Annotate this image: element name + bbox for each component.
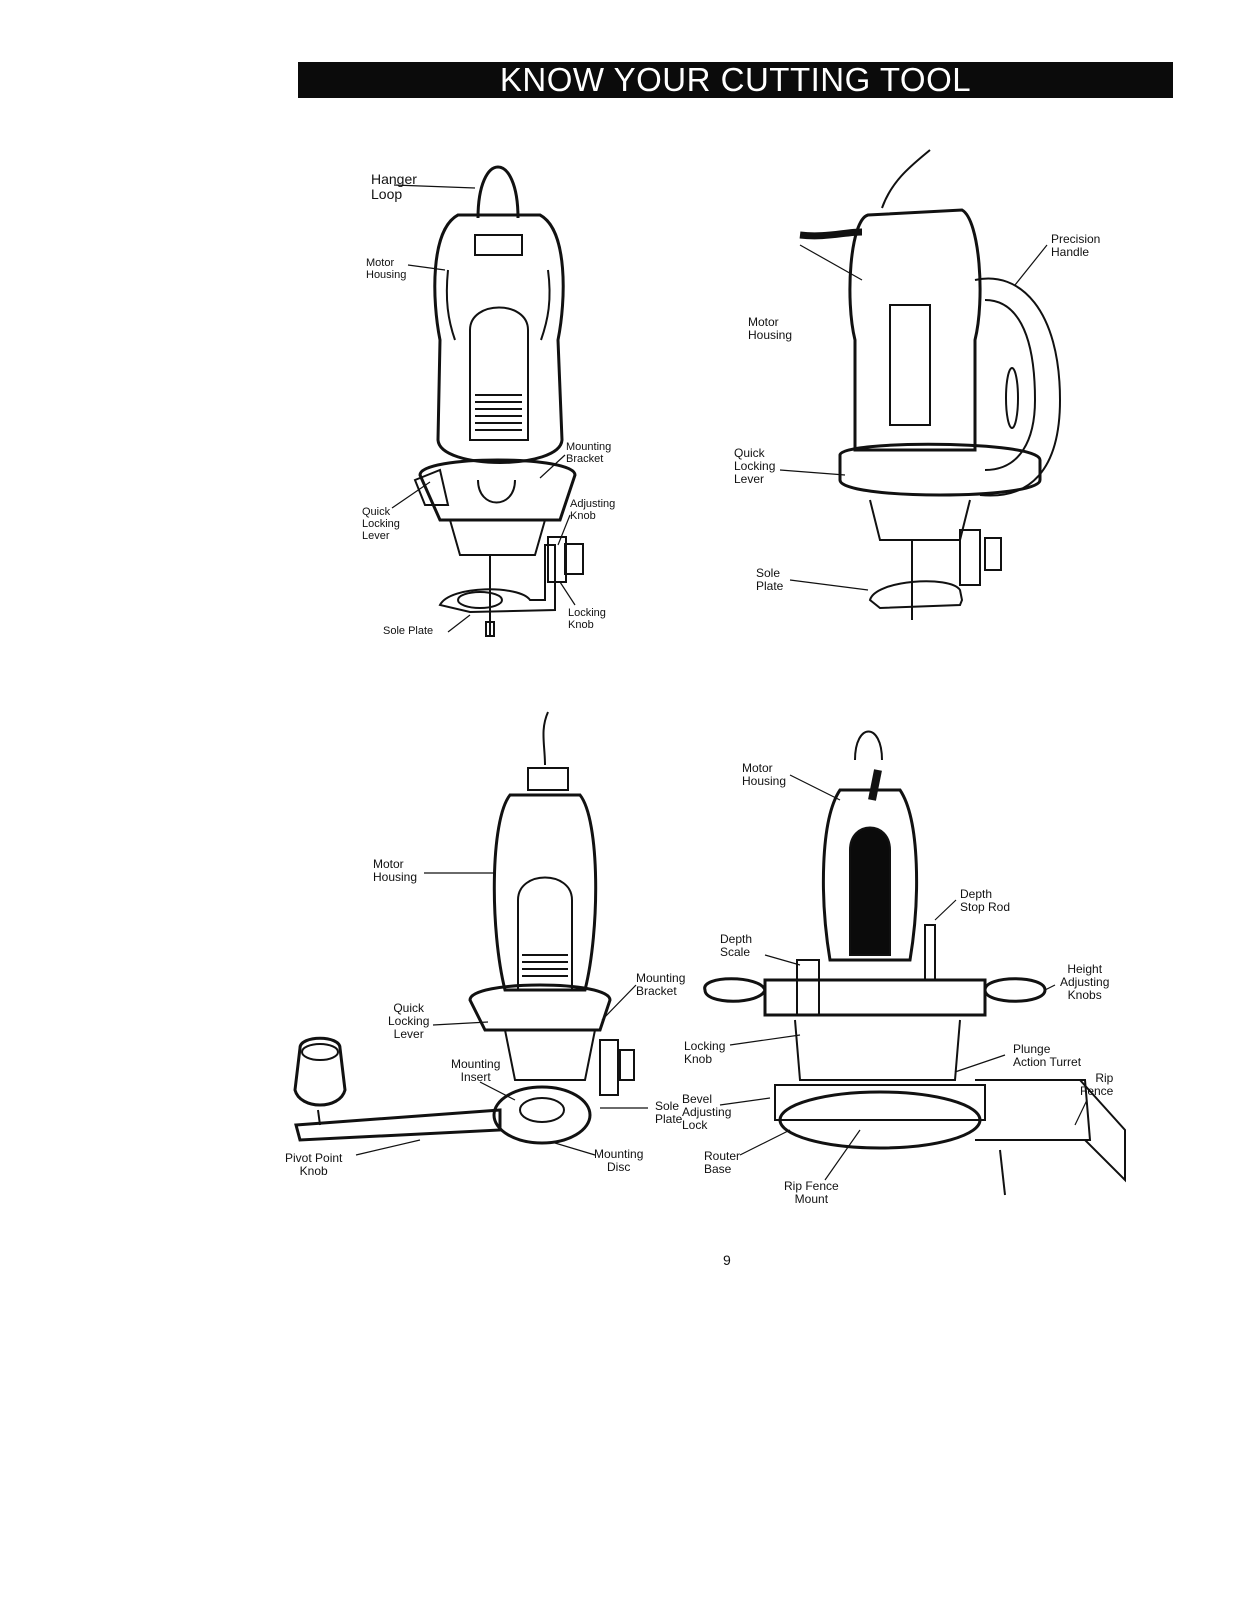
label-quick-locking-lever-1: Quick Locking Lever [362,506,400,542]
label-depth-stop-rod: Depth Stop Rod [960,887,1011,914]
label-height-adjusting-knobs: Height Adjusting Knobs [1060,962,1110,1002]
label-adjusting-knob-1: Adjusting Knob [570,498,616,522]
label-bevel-adjusting-lock: Bevel Adjusting Lock [682,1092,732,1132]
label-sole-plate-2: Sole Plate [756,566,784,593]
page-number: 9 [723,1252,731,1268]
tool-illustration-plunge-router [703,730,1126,1196]
label-plunge-action-turret: Plunge Action Turret [1013,1042,1082,1069]
label-locking-knob-4: Locking Knob [684,1039,726,1066]
page-title: KNOW YOUR CUTTING TOOL [499,61,972,98]
tool-illustration-handle [799,149,1062,620]
label-mounting-bracket-1: Mounting Bracket [566,441,612,465]
page-title-banner: KNOW YOUR CUTTING TOOL [298,62,1173,98]
label-hanger-loop: Hanger Loop [371,171,417,202]
label-locking-knob-1: Locking Knob [568,607,606,631]
label-mounting-bracket-3: Mounting Bracket [636,971,686,998]
label-mounting-insert: Mounting Insert [451,1057,501,1084]
label-mounting-disc: Mounting Disc [594,1147,644,1174]
label-pivot-point-knob: Pivot Point Knob [285,1151,343,1178]
label-rip-fence: Rip Fence [1080,1071,1114,1098]
label-precision-handle: Precision Handle [1051,232,1101,259]
label-sole-plate-3: Sole Plate [655,1099,683,1126]
label-motor-housing-4: Motor Housing [742,761,787,788]
label-router-base: Router Base [704,1149,741,1176]
label-motor-housing-2: Motor Housing [748,315,793,342]
label-quick-locking-lever-3: Quick Locking Lever [388,1001,430,1041]
label-depth-scale: Depth Scale [720,932,753,959]
tool-illustration-rotary [413,165,584,637]
tool-illustration-circle-cutter [293,711,635,1145]
label-motor-housing-1: Motor Housing [366,257,407,281]
label-sole-plate-1: Sole Plate [383,625,434,637]
label-motor-housing-3: Motor Housing [373,857,418,884]
label-quick-locking-lever-2: Quick Locking Lever [734,446,776,486]
label-rip-fence-mount: Rip Fence Mount [784,1179,839,1206]
